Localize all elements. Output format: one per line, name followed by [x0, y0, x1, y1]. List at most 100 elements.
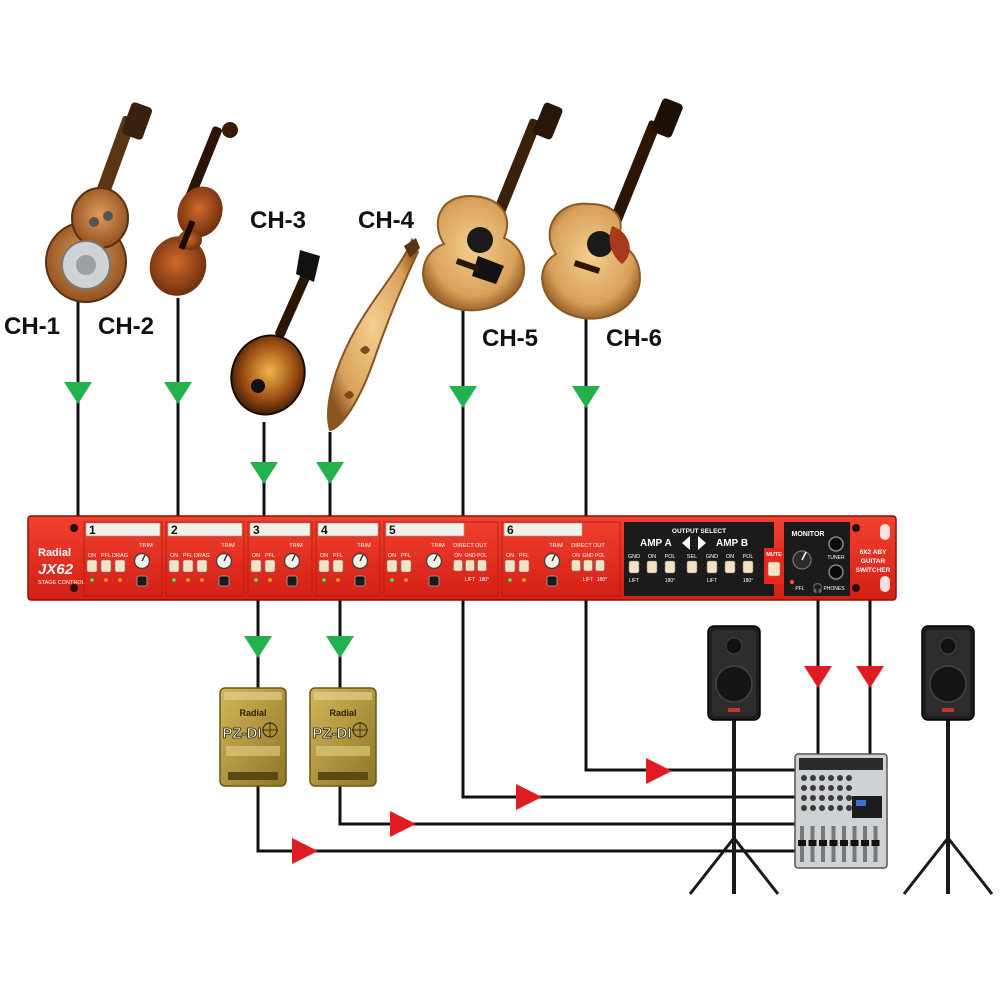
output-select-switch[interactable] [686, 560, 698, 574]
channel-6-switch[interactable] [504, 559, 516, 573]
mixer-knob [837, 805, 843, 811]
channel-1-switch[interactable] [100, 559, 112, 573]
channel-1-jack[interactable] [136, 575, 148, 587]
status-led [508, 578, 512, 582]
mixer-knob [819, 805, 825, 811]
status-led [404, 578, 408, 582]
trim-label: TRIM [431, 543, 445, 549]
mixer-knob [801, 805, 807, 811]
direct-out-switch[interactable] [595, 559, 605, 572]
channel-4-switch[interactable] [332, 559, 344, 573]
green-arrow [316, 462, 344, 484]
switcher-label-3: SWITCHER [856, 567, 891, 574]
monitor-label: MONITOR [792, 531, 825, 538]
channel-2-button-label: PFL [183, 553, 193, 559]
mixer-knob [828, 795, 834, 801]
pa-speaker-1 [688, 625, 780, 895]
monitor-pfl-label: PFL [795, 586, 804, 592]
amp-b-label: AMP B [716, 538, 748, 549]
status-led [336, 578, 340, 582]
red-arrow [856, 666, 884, 688]
lift-label: LIFT [583, 577, 593, 583]
mandolin-image [230, 250, 320, 416]
channel-5-switch[interactable] [400, 559, 412, 573]
mute-button[interactable] [767, 561, 781, 577]
output-select-button-label: POL [664, 554, 675, 560]
output-select-switch[interactable] [742, 560, 754, 574]
rack-screw [852, 584, 860, 592]
direct-out-switch[interactable] [571, 559, 581, 572]
status-led [90, 578, 94, 582]
output-select-button-label: POL [742, 554, 753, 560]
red-arrow [390, 811, 416, 837]
channel-5-button-label: PFL [401, 553, 411, 559]
channel-label-5: CH-5 [482, 325, 538, 352]
mixer-fader [798, 840, 806, 846]
channel-number-5: 5 [389, 523, 396, 537]
channel-2-switch[interactable] [182, 559, 194, 573]
channel-2-switch[interactable] [196, 559, 208, 573]
mixer-knob [846, 805, 852, 811]
status-led [254, 578, 258, 582]
channel-3-jack[interactable] [286, 575, 298, 587]
arrow-left-icon [682, 536, 690, 550]
mixer-knob [819, 795, 825, 801]
channel-4-jack[interactable] [354, 575, 366, 587]
rack-brand: Radial [38, 547, 71, 559]
channel-2-switch[interactable] [168, 559, 180, 573]
channel-2-jack[interactable] [218, 575, 230, 587]
phones-jack[interactable] [828, 564, 844, 580]
mixer-knob [801, 775, 807, 781]
output-select-switch[interactable] [628, 560, 640, 574]
channel-6-jack[interactable] [546, 575, 558, 587]
channel-6-switch[interactable] [518, 559, 530, 573]
status-led [186, 578, 190, 582]
direct-out-switch[interactable] [583, 559, 593, 572]
channel-2-button-label: ON [170, 553, 178, 559]
channel-label-3: CH-3 [250, 207, 306, 234]
channel-number-3: 3 [253, 523, 260, 537]
di-brand: Radial [239, 708, 266, 718]
rack-screw [852, 524, 860, 532]
status-led [522, 578, 526, 582]
channel-5-switch[interactable] [386, 559, 398, 573]
mixer-knob [837, 775, 843, 781]
channel-6-button-label: PFL [519, 553, 529, 559]
output-select-switch[interactable] [664, 560, 676, 574]
switcher-label-1: 6X2 ABY [860, 549, 888, 556]
mixer-knob [810, 775, 816, 781]
channel-3-switch[interactable] [250, 559, 262, 573]
output-select-switch[interactable] [724, 560, 736, 574]
violin-image [149, 122, 238, 296]
direct-out-switch[interactable] [453, 559, 463, 572]
channel-4-switch[interactable] [318, 559, 330, 573]
status-led [104, 578, 108, 582]
output-select-switch[interactable] [646, 560, 658, 574]
phones-label: PHONES [823, 586, 845, 592]
channel-1-switch[interactable] [86, 559, 98, 573]
green-arrow [244, 636, 272, 658]
direct-out-switch[interactable] [477, 559, 487, 572]
channel-5-button-label: ON [388, 553, 396, 559]
channel-5-jack[interactable] [428, 575, 440, 587]
channel-1-switch[interactable] [114, 559, 126, 573]
output-select-switch[interactable] [706, 560, 718, 574]
green-arrow [250, 462, 278, 484]
tuner-label: TUNER [827, 555, 845, 561]
channel-number-1: 1 [89, 523, 96, 537]
tuner-jack[interactable] [828, 536, 844, 552]
trim-label: TRIM [221, 543, 235, 549]
channel-3-switch[interactable] [264, 559, 276, 573]
channel-number-6: 6 [507, 523, 514, 537]
status-led [200, 578, 204, 582]
direct-out-button-label: GND [464, 553, 476, 559]
direct-out-switch[interactable] [465, 559, 475, 572]
arrow-right-icon [698, 536, 706, 550]
mixer-fader [840, 840, 848, 846]
